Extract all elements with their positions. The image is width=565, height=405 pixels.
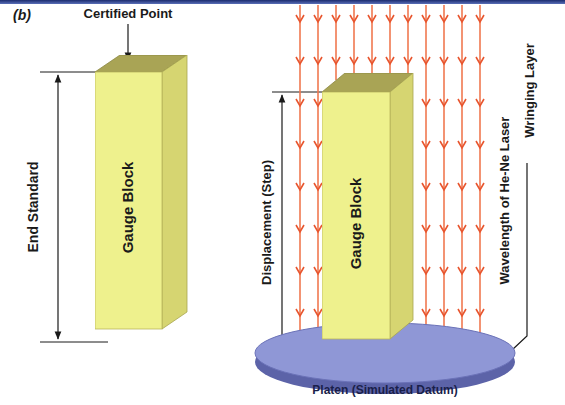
laser-beams xyxy=(296,5,484,345)
callout-label: Wringing Layer xyxy=(522,41,535,139)
callout-label: Displacement (Step) xyxy=(259,158,272,287)
beam-arrowhead xyxy=(314,99,322,106)
callout-label: Wavelength of He-Ne Laser xyxy=(499,114,512,286)
beam-arrowhead xyxy=(386,57,394,64)
beam-arrowhead xyxy=(314,267,322,274)
beam-arrowhead xyxy=(314,309,322,316)
laser-beam xyxy=(371,5,373,80)
laser-beam xyxy=(335,5,337,80)
laser-beam xyxy=(425,5,427,345)
beam-arrowhead xyxy=(422,141,430,148)
beam-arrowhead xyxy=(476,141,484,148)
dimension-arrow xyxy=(57,75,58,339)
laser-beam xyxy=(389,5,391,80)
leader-line xyxy=(512,163,527,350)
beam-arrowhead xyxy=(476,15,484,22)
beam-arrowhead xyxy=(422,57,430,64)
block-side-face xyxy=(390,73,413,339)
beam-arrowhead xyxy=(422,309,430,316)
beam-arrowhead xyxy=(458,225,466,232)
block-label: Gauge Block xyxy=(121,161,136,253)
beam-arrowhead xyxy=(296,141,304,148)
beam-arrowhead xyxy=(296,57,304,64)
block-shape xyxy=(95,55,195,345)
laser-beam xyxy=(299,5,301,345)
beam-arrowhead xyxy=(440,183,448,190)
beam-arrowhead xyxy=(440,225,448,232)
beam-arrowhead xyxy=(404,57,412,64)
beam-arrowhead xyxy=(314,183,322,190)
beam-arrowhead xyxy=(350,57,358,64)
top-band xyxy=(0,0,565,4)
block-front-face xyxy=(322,92,390,339)
beam-arrowhead xyxy=(440,57,448,64)
beam-arrowhead xyxy=(314,15,322,22)
beam-arrowhead xyxy=(476,267,484,274)
extension-line xyxy=(40,342,108,343)
gauge-block: Gauge Block xyxy=(95,55,195,345)
laser-beam xyxy=(479,5,481,345)
beam-arrowhead xyxy=(404,15,412,22)
beam-arrowhead xyxy=(386,15,394,22)
beam-arrowhead xyxy=(368,15,376,22)
beam-arrowhead xyxy=(440,141,448,148)
beam-arrowhead xyxy=(476,309,484,316)
block-shape xyxy=(322,73,418,358)
beam-arrowhead xyxy=(332,15,340,22)
laser-beam xyxy=(461,5,463,345)
laser-beam xyxy=(443,5,445,345)
block-label: Gauge Block xyxy=(349,177,364,269)
beam-arrowhead xyxy=(458,267,466,274)
beam-arrowhead xyxy=(422,15,430,22)
beam-arrowhead xyxy=(440,99,448,106)
beam-arrowhead xyxy=(476,99,484,106)
beam-arrowhead xyxy=(296,99,304,106)
beam-arrowhead xyxy=(314,141,322,148)
beam-arrowhead xyxy=(458,183,466,190)
beam-arrowhead xyxy=(440,309,448,316)
laser-beam xyxy=(317,5,319,345)
beam-arrowhead xyxy=(314,225,322,232)
gauge-block: Gauge Block xyxy=(322,73,418,358)
callout-label: Certified Point xyxy=(84,7,173,20)
beam-arrowhead xyxy=(458,141,466,148)
beam-arrowhead xyxy=(458,309,466,316)
beam-arrowhead xyxy=(296,225,304,232)
beam-arrowhead xyxy=(422,267,430,274)
beam-arrowhead xyxy=(296,183,304,190)
beam-arrowhead xyxy=(458,99,466,106)
beam-arrowhead xyxy=(422,183,430,190)
beam-arrowhead xyxy=(440,267,448,274)
beam-arrowhead xyxy=(296,267,304,274)
leader-arrow xyxy=(127,24,128,60)
callout-label: End Standard xyxy=(25,159,39,254)
extension-line xyxy=(272,92,322,93)
dimension-arrow xyxy=(281,95,282,349)
block-front-face xyxy=(95,72,162,329)
beam-arrowhead xyxy=(350,15,358,22)
beam-arrowhead xyxy=(458,57,466,64)
beam-arrowhead xyxy=(476,183,484,190)
block-side-face xyxy=(162,55,187,329)
beam-arrowhead xyxy=(332,57,340,64)
platen-label: Platen (Simulated Datum) xyxy=(312,384,457,396)
beam-arrowhead xyxy=(368,57,376,64)
beam-arrowhead xyxy=(296,309,304,316)
beam-arrowhead xyxy=(296,15,304,22)
beam-arrowhead xyxy=(422,99,430,106)
laser-beam xyxy=(353,5,355,80)
beam-arrowhead xyxy=(458,15,466,22)
beam-arrowhead xyxy=(422,225,430,232)
beam-arrowhead xyxy=(440,15,448,22)
beam-arrowhead xyxy=(314,57,322,64)
panel-letter: (b) xyxy=(13,8,31,22)
beam-arrowhead xyxy=(476,225,484,232)
beam-arrowhead xyxy=(476,57,484,64)
laser-beam xyxy=(407,5,409,80)
